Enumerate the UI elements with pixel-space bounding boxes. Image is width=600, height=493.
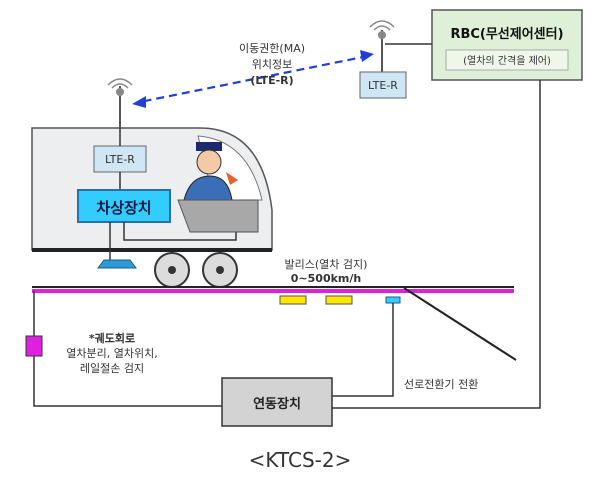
track-circuit-line3: 레일절손 검지 [80, 361, 144, 375]
ma-label-line3: (LTE-R) [250, 74, 293, 87]
tower-lte-r-box [359, 71, 407, 99]
wheel-front-icon [154, 252, 190, 288]
ma-label-line2: 위치정보 [252, 58, 292, 71]
driver-icon [183, 142, 238, 201]
rbc-subtitle: (열차의 간격을 제어) [463, 54, 551, 67]
wheel-rear-icon [202, 252, 238, 288]
track-circuit-line2: 열차분리, 열차위치, [66, 347, 157, 360]
balise-label-line2: 0~500km/h [291, 272, 361, 285]
switch-label: 선로전환기 전환 [404, 378, 478, 391]
diverging-track [403, 287, 517, 361]
tower-lte-r-label: LTE-R [368, 79, 398, 92]
interlocking-box [221, 377, 333, 427]
ma-label-line1: 이동권한(MA) [239, 42, 305, 55]
interlocking-label: 연동장치 [253, 396, 301, 412]
driver-console [177, 199, 259, 233]
balise-2 [325, 295, 353, 305]
ma-link-arrow-right-icon [360, 50, 374, 62]
track-circuit-line1: *궤도회로 [89, 331, 135, 345]
obu-label: 차상장치 [96, 199, 151, 217]
balise-1 [279, 295, 307, 305]
train-antenna-icon [107, 78, 133, 128]
switch-machine [385, 296, 401, 304]
rbc-title: RBC(무선제어센터) [450, 26, 563, 42]
ma-link-arrow-left-icon [132, 96, 146, 108]
track-circuit-to-interlocking [33, 356, 222, 407]
switch-to-interlocking [332, 303, 394, 397]
rbc-sub-box [445, 49, 569, 71]
wayside-antenna-icon [369, 20, 395, 72]
interlocking-to-rbc [332, 80, 541, 409]
obu-box [77, 189, 171, 223]
track-circuit-box [25, 335, 43, 357]
obu-wiring [123, 222, 237, 241]
diagram-caption: <KTCS-2> [248, 448, 352, 472]
balise-reader-antenna [97, 259, 137, 269]
train-lte-r-label: LTE-R [105, 153, 135, 166]
balise-label-line1: 발리스(열차 검지) [285, 258, 368, 271]
